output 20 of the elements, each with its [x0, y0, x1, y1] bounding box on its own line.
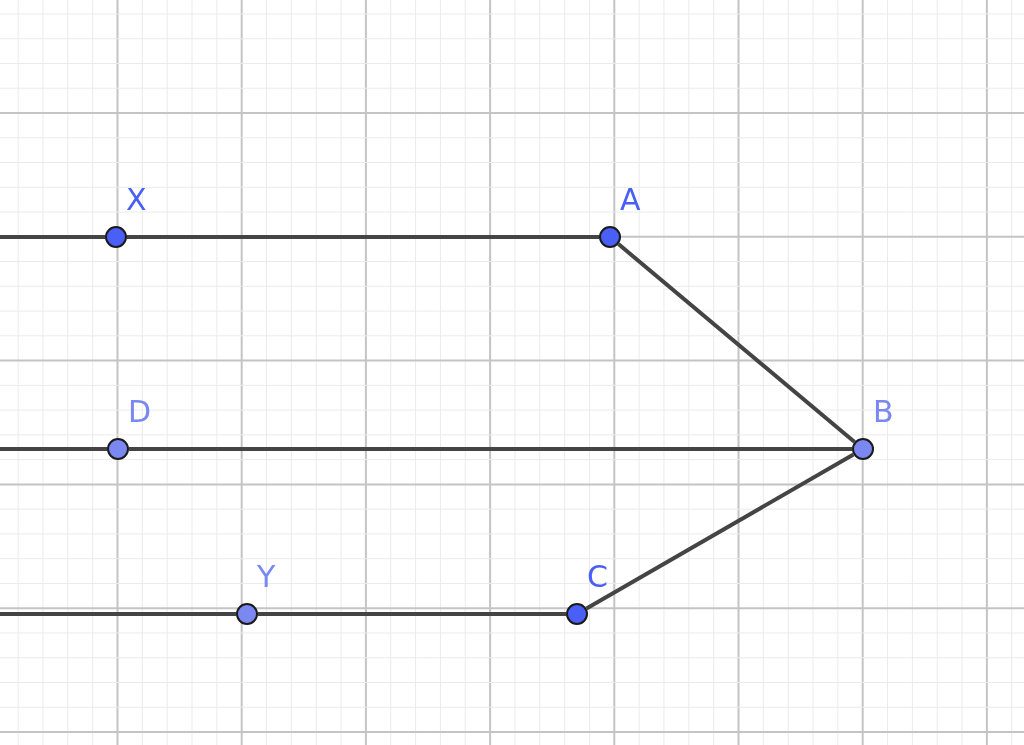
point-label: X	[126, 185, 147, 215]
line-segment	[0, 235, 105, 239]
line-segment	[127, 235, 599, 239]
line-segment	[0, 612, 236, 616]
point-marker	[107, 438, 129, 460]
point-marker	[236, 603, 258, 625]
point-marker	[852, 438, 874, 460]
line-segment	[585, 452, 855, 611]
point-marker	[599, 226, 621, 248]
point-marker	[105, 226, 127, 248]
point-marker	[566, 603, 588, 625]
line-segment	[617, 242, 856, 444]
point-label: A	[620, 185, 641, 215]
point-label: B	[873, 397, 894, 427]
point-label: Y	[257, 562, 276, 592]
point-label: C	[587, 562, 608, 592]
line-segment	[0, 447, 107, 451]
line-segment	[258, 612, 566, 616]
line-segment	[129, 447, 852, 451]
point-label: D	[128, 397, 152, 427]
